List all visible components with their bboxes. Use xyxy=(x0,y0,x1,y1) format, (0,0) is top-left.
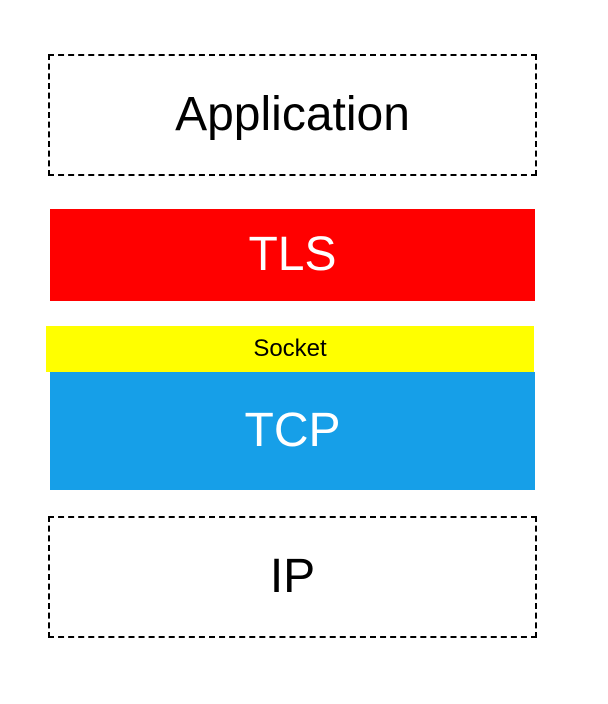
socket-layer-label: Socket xyxy=(253,335,327,362)
tcp-layer: TCP xyxy=(50,372,535,490)
tls-layer-label: TLS xyxy=(248,228,337,281)
application-layer-label: Application xyxy=(175,88,410,141)
ip-layer: IP xyxy=(48,516,537,638)
tls-layer: TLS xyxy=(50,209,535,301)
ip-layer-label: IP xyxy=(269,550,316,603)
socket-layer: Socket xyxy=(46,326,534,372)
application-layer: Application xyxy=(48,54,537,176)
tcp-layer-label: TCP xyxy=(244,404,341,457)
